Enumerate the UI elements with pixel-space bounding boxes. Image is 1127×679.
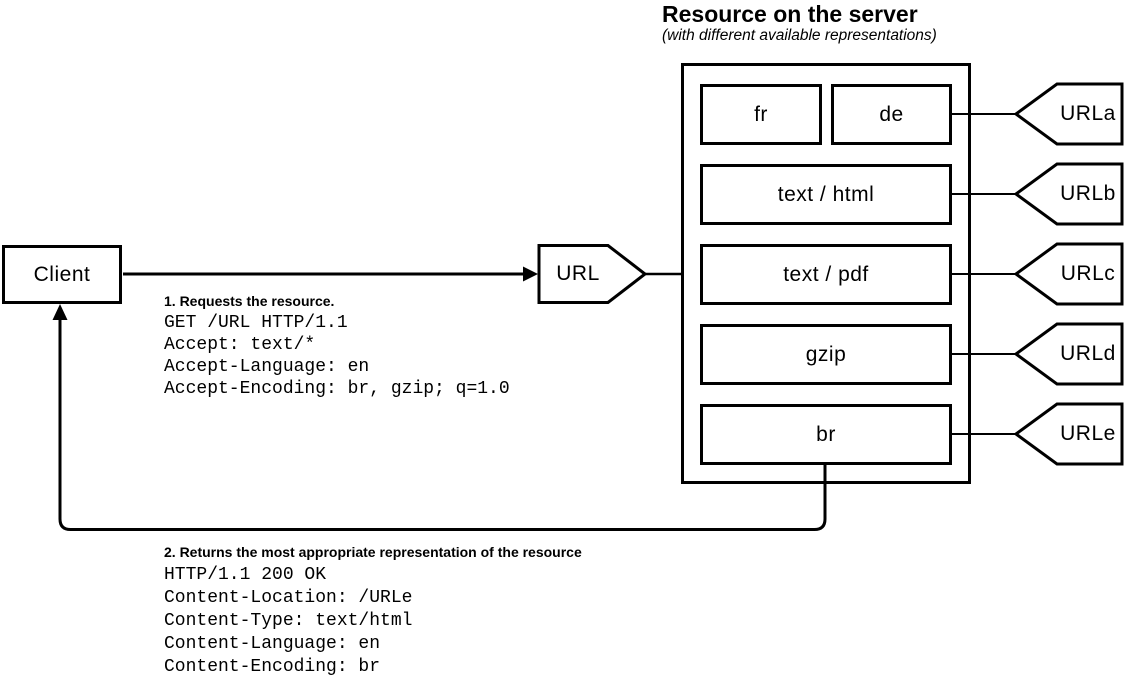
representation-label: gzip <box>805 342 847 366</box>
server-resource-container <box>681 63 971 484</box>
url-tag-shape-d <box>1013 322 1124 386</box>
request-step-heading: 1. Requests the resource. <box>164 293 335 309</box>
representation-label: de <box>879 102 904 126</box>
url-tag-label-c: URLc <box>1060 262 1116 285</box>
client-label: Client <box>33 262 91 286</box>
representation-label: text / html <box>777 182 875 206</box>
response-arrow-path <box>58 317 827 531</box>
server-subtitle: (with different available representation… <box>662 27 937 44</box>
representation-box-br: br <box>700 404 952 465</box>
request-http-block: GET /URL HTTP/1.1 Accept: text/* Accept-… <box>164 312 510 400</box>
url-tag-shape-c <box>1013 242 1124 306</box>
request-arrowhead-icon <box>523 266 538 282</box>
response-http-line: Content-Location: /URLe <box>164 588 413 608</box>
representation-box-de: de <box>831 84 952 145</box>
representation-box-fr: fr <box>700 84 822 145</box>
representation-box-text-html: text / html <box>700 164 952 225</box>
url-node-shape <box>537 244 648 304</box>
request-http-line: Accept-Language: en <box>164 357 370 377</box>
url-node-label: URL <box>556 262 600 285</box>
response-http-line: Content-Encoding: br <box>164 657 381 677</box>
url-tag-shape-b <box>1013 162 1124 226</box>
representation-label: fr <box>754 102 768 126</box>
url-tag-label-e: URLe <box>1060 422 1116 445</box>
response-arrowhead-icon <box>52 304 68 320</box>
response-http-block: HTTP/1.1 200 OK Content-Location: /URLe … <box>164 564 412 679</box>
request-http-line: Accept-Encoding: br, gzip; q=1.0 <box>164 379 510 399</box>
representation-box-text-pdf: text / pdf <box>700 244 952 305</box>
response-http-line: Content-Language: en <box>164 634 381 654</box>
url-tag-label-d: URLd <box>1060 342 1116 365</box>
representation-box-gzip: gzip <box>700 324 952 385</box>
server-title: Resource on the server <box>662 1 918 27</box>
representation-label: br <box>816 422 836 446</box>
url-tag-shape-a <box>1013 82 1124 146</box>
request-http-line: Accept: text/* <box>164 335 316 355</box>
url-tag-label-b: URLb <box>1060 182 1116 205</box>
client-node: Client <box>2 245 122 304</box>
response-http-line: Content-Type: text/html <box>164 611 413 631</box>
url-tag-label-a: URLa <box>1060 102 1116 125</box>
url-tag-shape-e <box>1013 402 1124 466</box>
response-step-heading: 2. Returns the most appropriate represen… <box>164 544 582 560</box>
response-http-line: HTTP/1.1 200 OK <box>164 565 327 585</box>
representation-label: text / pdf <box>783 262 869 286</box>
request-http-line: GET /URL HTTP/1.1 <box>164 313 348 333</box>
